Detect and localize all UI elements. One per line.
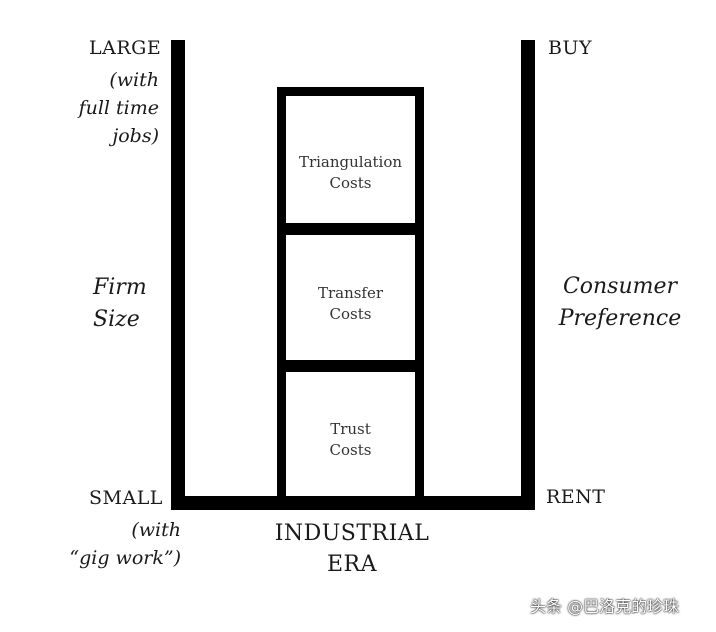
small-label: SMALL [89,487,163,509]
right-vertical-bar [521,40,535,510]
large-detail-label: (with full time jobs) [78,69,159,147]
industrial-era-label: INDUSTRIAL ERA [274,521,430,577]
cost-stack: Triangulation Costs Transfer Costs Trust… [277,87,424,509]
large-label: LARGE [89,37,162,59]
small-detail-label: (with “gig work”) [69,519,181,569]
left-vertical-bar [171,40,185,510]
stack-divider-upper [286,223,415,235]
buy-label: BUY [548,37,593,59]
triangulation-costs-label: Triangulation Costs [298,153,403,192]
transfer-costs-label: Transfer Costs [317,284,384,323]
watermark-text: 头条 @巴洛克的珍珠 [530,597,680,616]
stack-divider-lower [286,360,415,372]
trust-costs-label: Trust Costs [329,420,372,459]
consumer-preference-title: Consumer Preference [558,274,682,331]
firm-size-title: Firm Size [93,275,147,332]
rent-label: RENT [546,486,606,508]
